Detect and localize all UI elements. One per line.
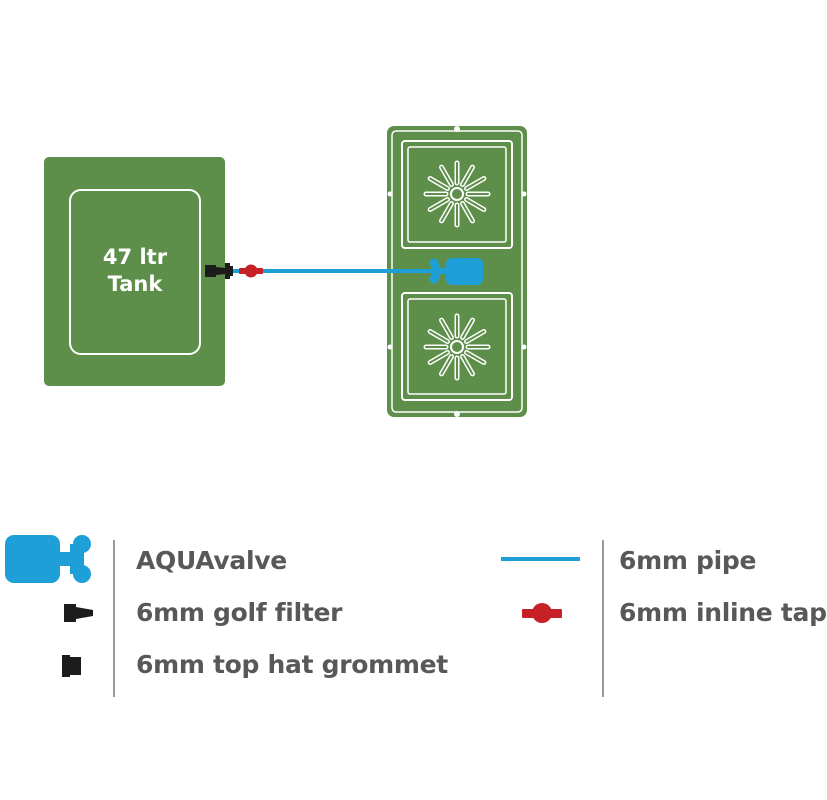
- legend-label-grommet: 6mm top hat grommet: [136, 650, 448, 679]
- inline-tap-icon: [522, 603, 562, 623]
- legend-label-inline-tap: 6mm inline tap: [619, 598, 827, 627]
- emitter-spoke-inner: [440, 202, 453, 222]
- legend-label-golf-filter: 6mm golf filter: [136, 598, 343, 627]
- drip-emitter-bottom: [423, 313, 491, 381]
- top-hat-grommet: [225, 263, 233, 279]
- golf-filter-icon: [64, 604, 93, 622]
- drip-emitter-top: [423, 160, 491, 228]
- inline-tap: [239, 264, 263, 278]
- tank-label: 47 ltr Tank: [70, 244, 200, 298]
- aquavalve-icon: [5, 535, 91, 583]
- grommet-icon: [62, 655, 81, 677]
- emitter-spoke-inner: [461, 355, 474, 375]
- aquavalve: [429, 258, 483, 285]
- tank-label-name: Tank: [107, 272, 163, 296]
- emitter-spoke-inner: [440, 319, 453, 339]
- pot-top: [401, 140, 513, 249]
- legend: [5, 535, 604, 697]
- emitter-spoke-inner: [465, 198, 485, 211]
- emitter-center: [450, 340, 464, 354]
- emitter-spoke-inner: [429, 177, 449, 190]
- emitter-spoke-inner: [440, 166, 453, 186]
- emitter-spoke-inner: [440, 355, 453, 375]
- emitter-spoke-inner: [429, 198, 449, 211]
- tank: [44, 157, 225, 386]
- legend-label-pipe: 6mm pipe: [619, 546, 757, 575]
- tank-label-capacity: 47 ltr: [102, 245, 168, 269]
- emitter-spoke-inner: [461, 202, 474, 222]
- emitter-spoke-inner: [465, 351, 485, 364]
- emitter-spoke-inner: [429, 330, 449, 343]
- emitter-spoke-inner: [429, 351, 449, 364]
- watering-system-diagram: [5, 126, 604, 697]
- legend-label-aquavalve: AQUAvalve: [136, 546, 287, 575]
- emitter-spoke-inner: [461, 319, 474, 339]
- emitter-center: [450, 187, 464, 201]
- emitter-spoke-inner: [465, 330, 485, 343]
- emitter-spoke-inner: [461, 166, 474, 186]
- golf-filter: [205, 265, 226, 277]
- emitter-spoke-inner: [465, 177, 485, 190]
- pot-bottom: [401, 292, 513, 401]
